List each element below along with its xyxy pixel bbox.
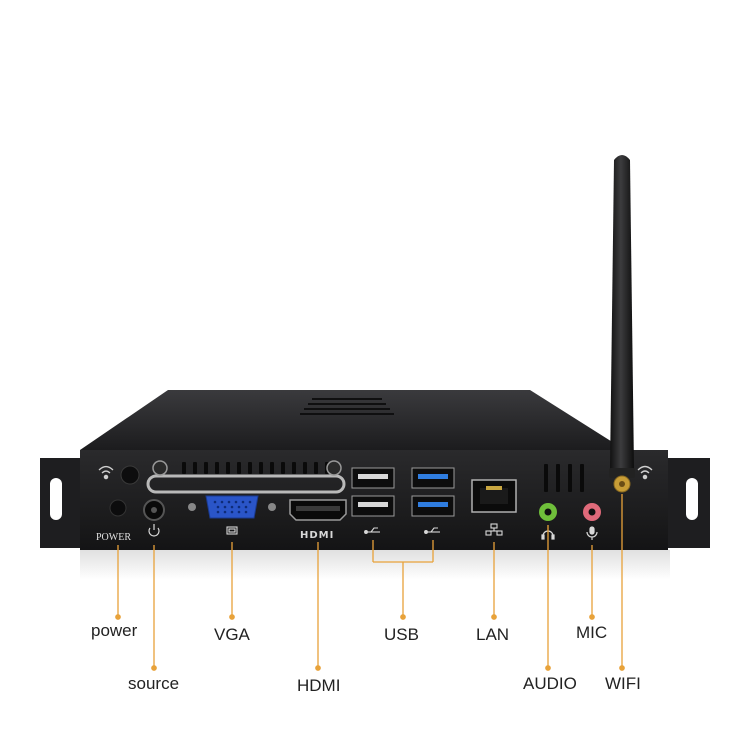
side-vent bbox=[544, 464, 584, 492]
wifi-icon bbox=[98, 465, 114, 480]
callout-hdmi: HDMI bbox=[297, 676, 341, 695]
network-icon bbox=[485, 523, 503, 536]
power-icon bbox=[148, 524, 160, 537]
usb-icon bbox=[424, 527, 440, 534]
mic-jack bbox=[583, 503, 601, 521]
usb-icon bbox=[364, 527, 380, 534]
callout-lines bbox=[115, 494, 625, 671]
power-label: POWER bbox=[96, 532, 131, 543]
wifi-antenna bbox=[609, 155, 635, 493]
hdmi-panel-label: HDMI bbox=[300, 530, 334, 541]
callout-audio: AUDIO bbox=[523, 674, 577, 693]
microphone-icon bbox=[586, 526, 598, 540]
usb-ports bbox=[351, 467, 455, 517]
power-button[interactable] bbox=[109, 499, 127, 517]
callout-lan: LAN bbox=[476, 625, 510, 644]
top-vent bbox=[300, 398, 394, 415]
wifi-icon bbox=[637, 465, 653, 480]
left-mounting-bracket bbox=[40, 458, 84, 548]
callout-power: power bbox=[91, 621, 138, 640]
hdmi-port bbox=[289, 499, 347, 521]
callout-mic: MIC bbox=[576, 623, 608, 642]
callout-source: source bbox=[128, 674, 180, 693]
callout-wifi: WIFI bbox=[605, 674, 641, 693]
floor-reflection bbox=[80, 550, 670, 580]
callout-usb: USB bbox=[384, 625, 419, 644]
monitor-icon bbox=[226, 526, 238, 535]
vga-port bbox=[188, 495, 276, 519]
lan-port bbox=[471, 479, 517, 513]
right-mounting-bracket bbox=[666, 458, 710, 548]
screw bbox=[120, 465, 140, 485]
chassis-top bbox=[80, 390, 625, 450]
callout-vga: VGA bbox=[214, 625, 250, 644]
handle-bar bbox=[146, 460, 346, 494]
audio-jack bbox=[539, 503, 557, 521]
